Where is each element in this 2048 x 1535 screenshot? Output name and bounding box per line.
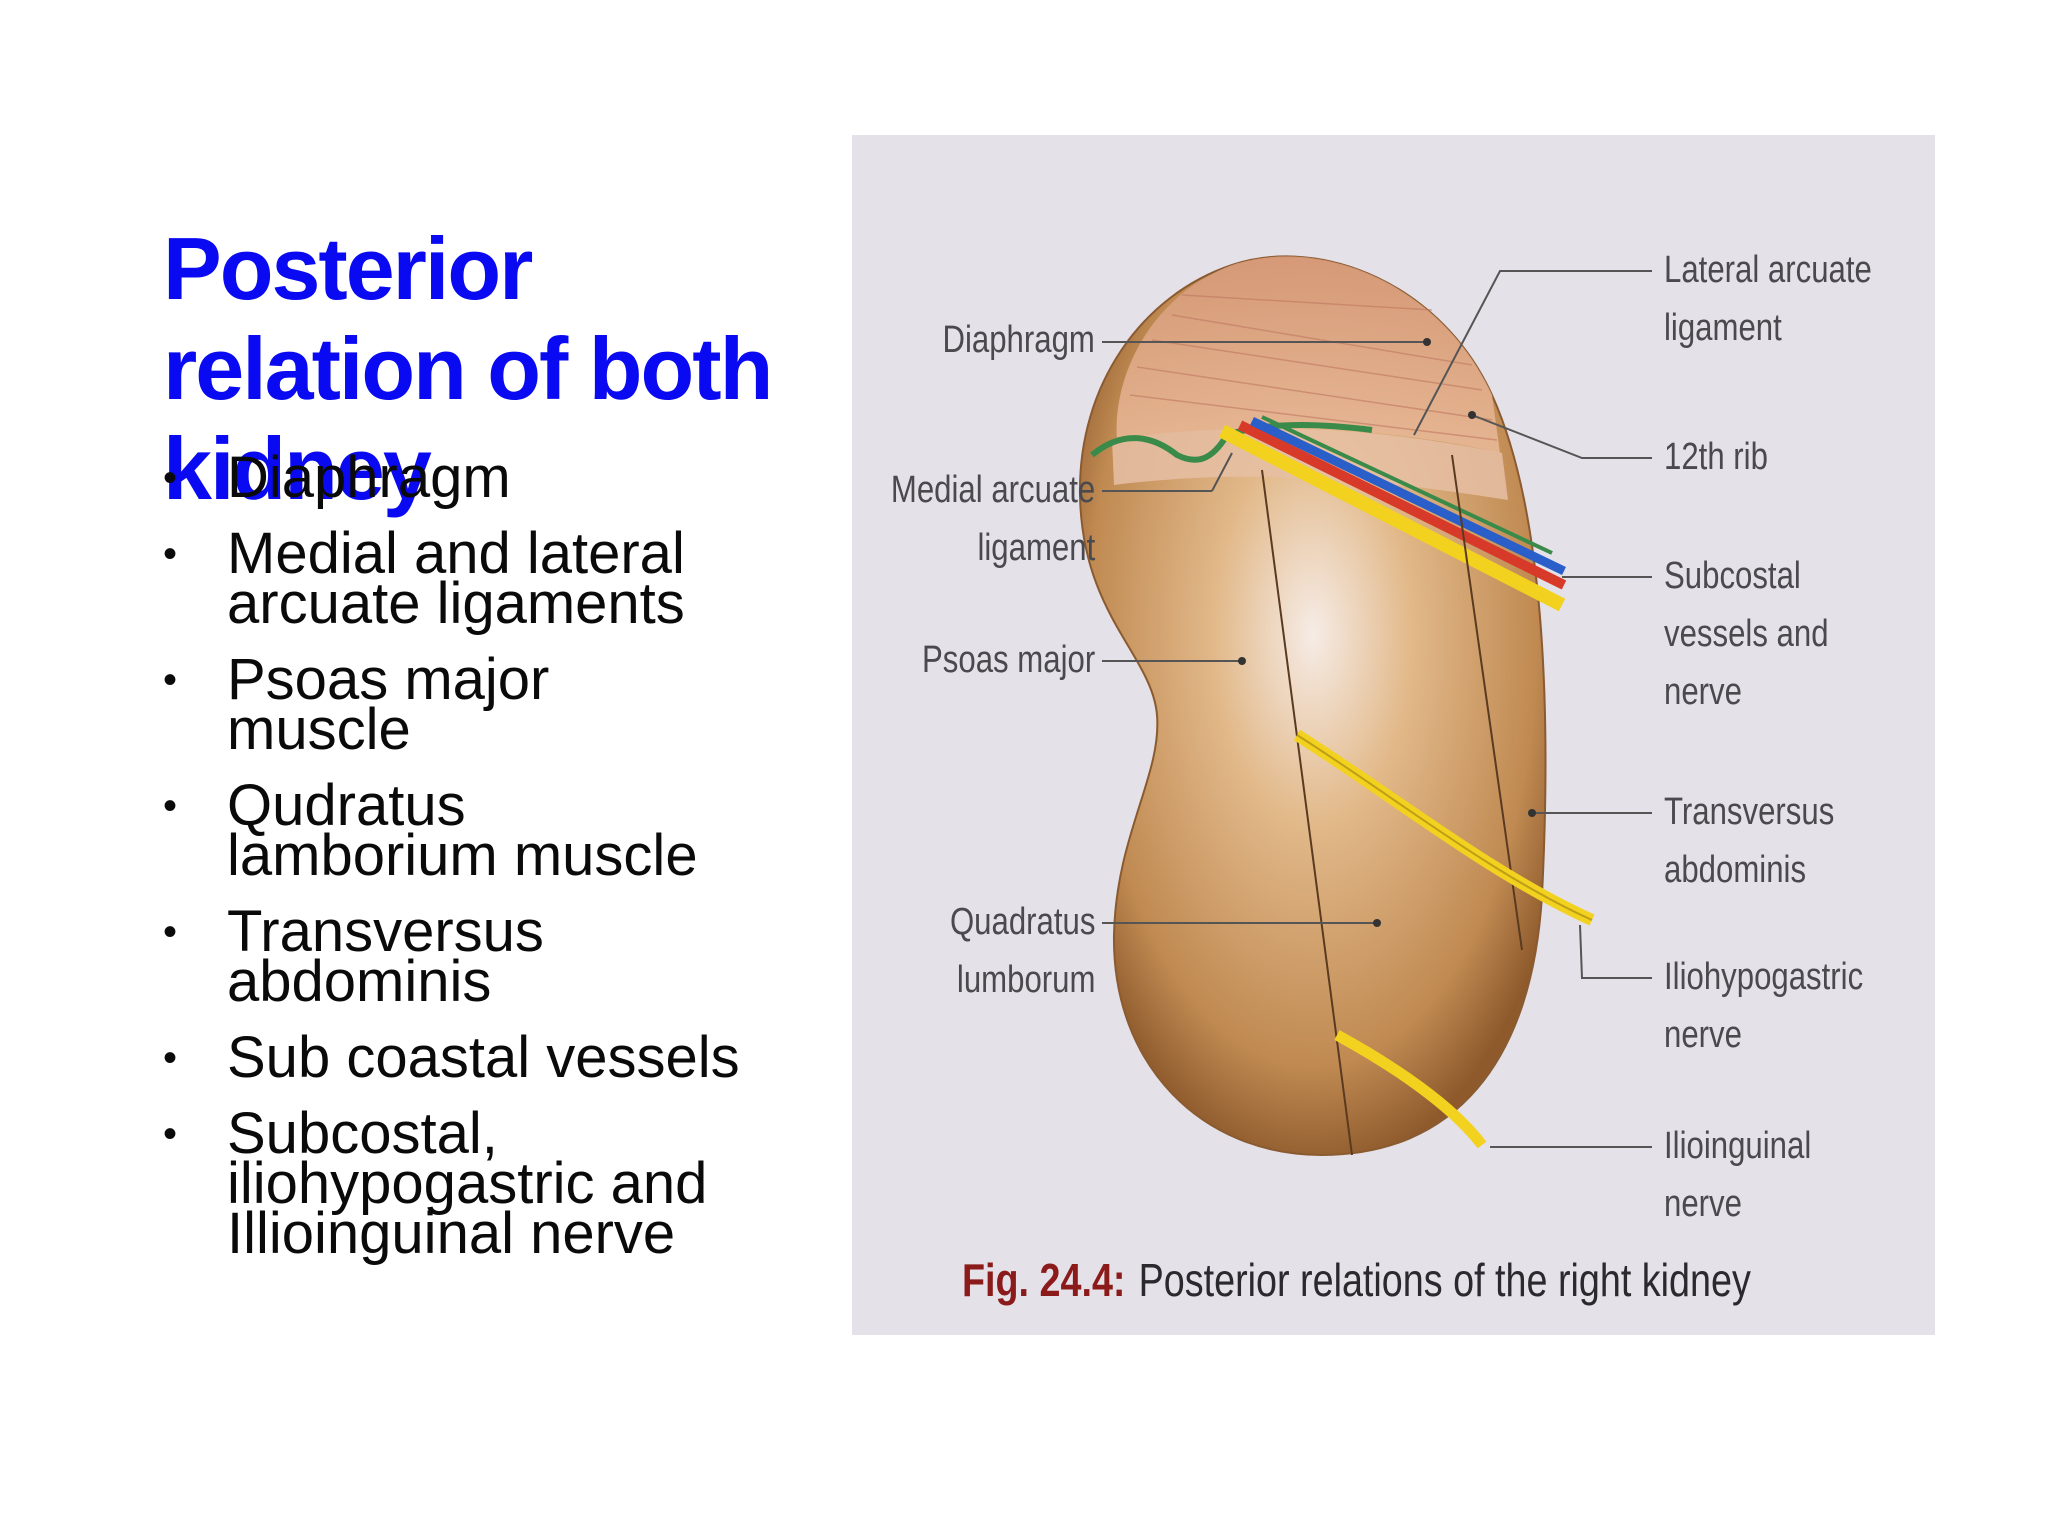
label-line: ligament (1664, 307, 1782, 349)
bullet-text: abdominis (227, 949, 492, 1014)
bullet-item: • Diaphragm (163, 445, 813, 510)
label-line: Lateral arcuate (1664, 249, 1872, 291)
label-line: Diaphragm (942, 319, 1095, 361)
bullet-dot: • (163, 658, 178, 702)
label-line: lumborum (956, 959, 1095, 1001)
bullet-text: Qudratus (227, 773, 466, 838)
arcuate-ligament (1090, 422, 1373, 463)
label-line: 12th rib (1664, 436, 1768, 478)
bullet-text: Psoas major (227, 647, 550, 712)
title-line-2: relation of both (163, 318, 773, 418)
title-line-3: kidney (163, 418, 432, 518)
title-line-1: Posterior (163, 218, 533, 318)
label-line: Ilioinguinal (1664, 1125, 1812, 1167)
label-line: ligament (977, 527, 1095, 569)
label-psoas: Psoas major (922, 631, 1095, 689)
leader-dots (1238, 338, 1536, 927)
bullet-text: lamborium muscle (227, 823, 698, 888)
bullet-list: • Diaphragm • Medial and lateral arcuate… (163, 445, 813, 1285)
bullet-text: iliohypogastric and (227, 1151, 708, 1216)
figure-caption-text: Posterior relations of the right kidney (1138, 1254, 1751, 1306)
subcostal-border (1261, 415, 1553, 555)
label-line: Quadratus (949, 901, 1095, 943)
label-line: Iliohypogastric (1664, 956, 1864, 998)
bullet-item: • Medial and lateral arcuate ligaments (163, 521, 813, 636)
bullet-dot: • (163, 1112, 178, 1156)
bullet-item: • Psoas major muscle (163, 647, 813, 762)
bullet-dot: • (163, 784, 178, 828)
label-iliohypogastric: Iliohypogastric nerve (1664, 948, 1863, 1064)
ilioinguinal-nerve (1334, 1030, 1487, 1149)
label-line: nerve (1664, 1183, 1742, 1225)
bullet-text: Diaphragm (227, 445, 511, 510)
label-medial-arcuate: Medial arcuate ligament (891, 461, 1095, 577)
bullet-text: arcuate ligaments (227, 571, 685, 636)
bullet-dot: • (163, 910, 178, 954)
label-line: Transversus (1664, 791, 1835, 833)
bullet-text: Sub coastal vessels (227, 1025, 740, 1090)
bullet-text: Illioinguinal nerve (227, 1201, 676, 1266)
quadratus-edge (1451, 454, 1523, 951)
label-diaphragm: Diaphragm (943, 311, 1095, 369)
label-quadratus: Quadratus lumborum (949, 893, 1095, 1009)
label-line: nerve (1664, 671, 1742, 713)
label-line: vessels and (1664, 613, 1829, 655)
label-subcostal: Subcostal vessels and nerve (1664, 547, 1829, 721)
label-line: Medial arcuate (890, 469, 1095, 511)
label-lateral-arcuate: Lateral arcuate ligament (1664, 241, 1872, 357)
bullet-text: Subcostal, (227, 1101, 498, 1166)
label-line: Psoas major (921, 639, 1095, 681)
bullet-item: • Sub coastal vessels (163, 1025, 813, 1090)
bullet-text: muscle (227, 697, 411, 762)
muscle-fibers (1129, 294, 1498, 441)
label-line: abdominis (1664, 849, 1807, 891)
label-ilioinguinal: Ilioinguinal nerve (1664, 1117, 1811, 1233)
diaphragm-region (1116, 256, 1500, 453)
kidney-figure: Diaphragm Medial arcuate ligament Psoas … (852, 135, 1935, 1335)
bullet-dot: • (163, 456, 178, 500)
bullet-dot: • (163, 1036, 178, 1080)
subcostal-vein (1250, 416, 1566, 576)
bullet-item: • Qudratus lamborium muscle (163, 773, 813, 888)
subcostal-artery (1237, 420, 1567, 590)
bullet-item: • Subcostal, iliohypogastric and Illioin… (163, 1101, 813, 1266)
label-12th-rib: 12th rib (1664, 428, 1768, 486)
nerve-outline (1296, 734, 1593, 921)
bullet-dot: • (163, 532, 178, 576)
bullet-item: • Transversus abdominis (163, 899, 813, 1014)
figure-caption: Fig. 24.4:Posterior relations of the rig… (962, 1253, 1751, 1307)
bullet-text: Medial and lateral (227, 521, 685, 586)
label-transversus: Transversus abdominis (1664, 783, 1834, 899)
slide-title: Posterior relation of both kidney (163, 219, 813, 519)
label-line: Subcostal (1664, 555, 1801, 597)
figure-number: Fig. 24.4: (962, 1254, 1126, 1306)
kidney-illustration (1078, 255, 1652, 1157)
bullet-text: Transversus (227, 899, 544, 964)
leader-lines (1102, 270, 1652, 1148)
label-line: nerve (1664, 1014, 1742, 1056)
subcostal-nerve (1218, 424, 1566, 612)
